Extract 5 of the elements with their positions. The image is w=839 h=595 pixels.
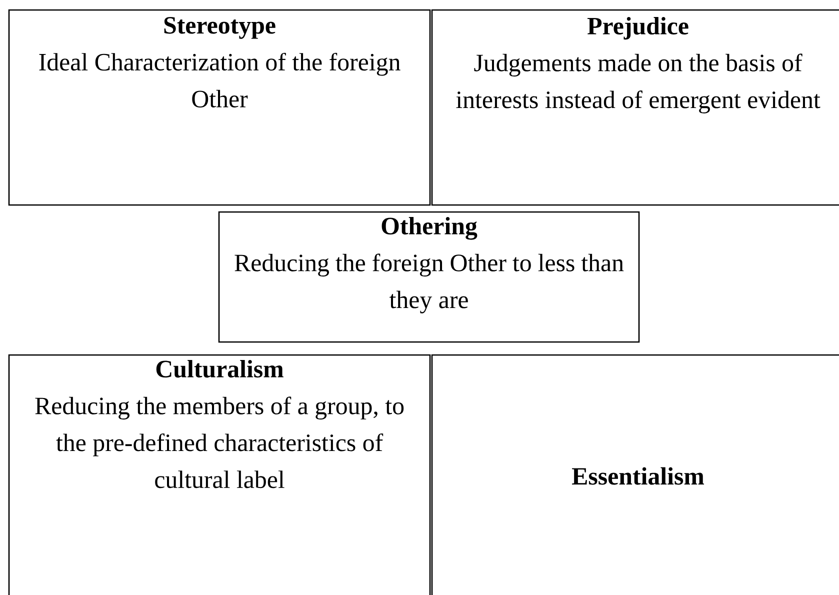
text-box: Essentialism: [431, 354, 839, 595]
text-box: Prejudice Judgements made on the basis of interests instead of emergent evident: [431, 9, 839, 206]
text-box: Othering Reducing the foreign Other to less than they are: [218, 211, 640, 343]
text-box: Stereotype Ideal Characterization of the foreign Other: [8, 9, 431, 206]
text-box: Culturalism Reducing the members of a group, to the pre-defined characteristics of cultural label: [8, 354, 431, 595]
